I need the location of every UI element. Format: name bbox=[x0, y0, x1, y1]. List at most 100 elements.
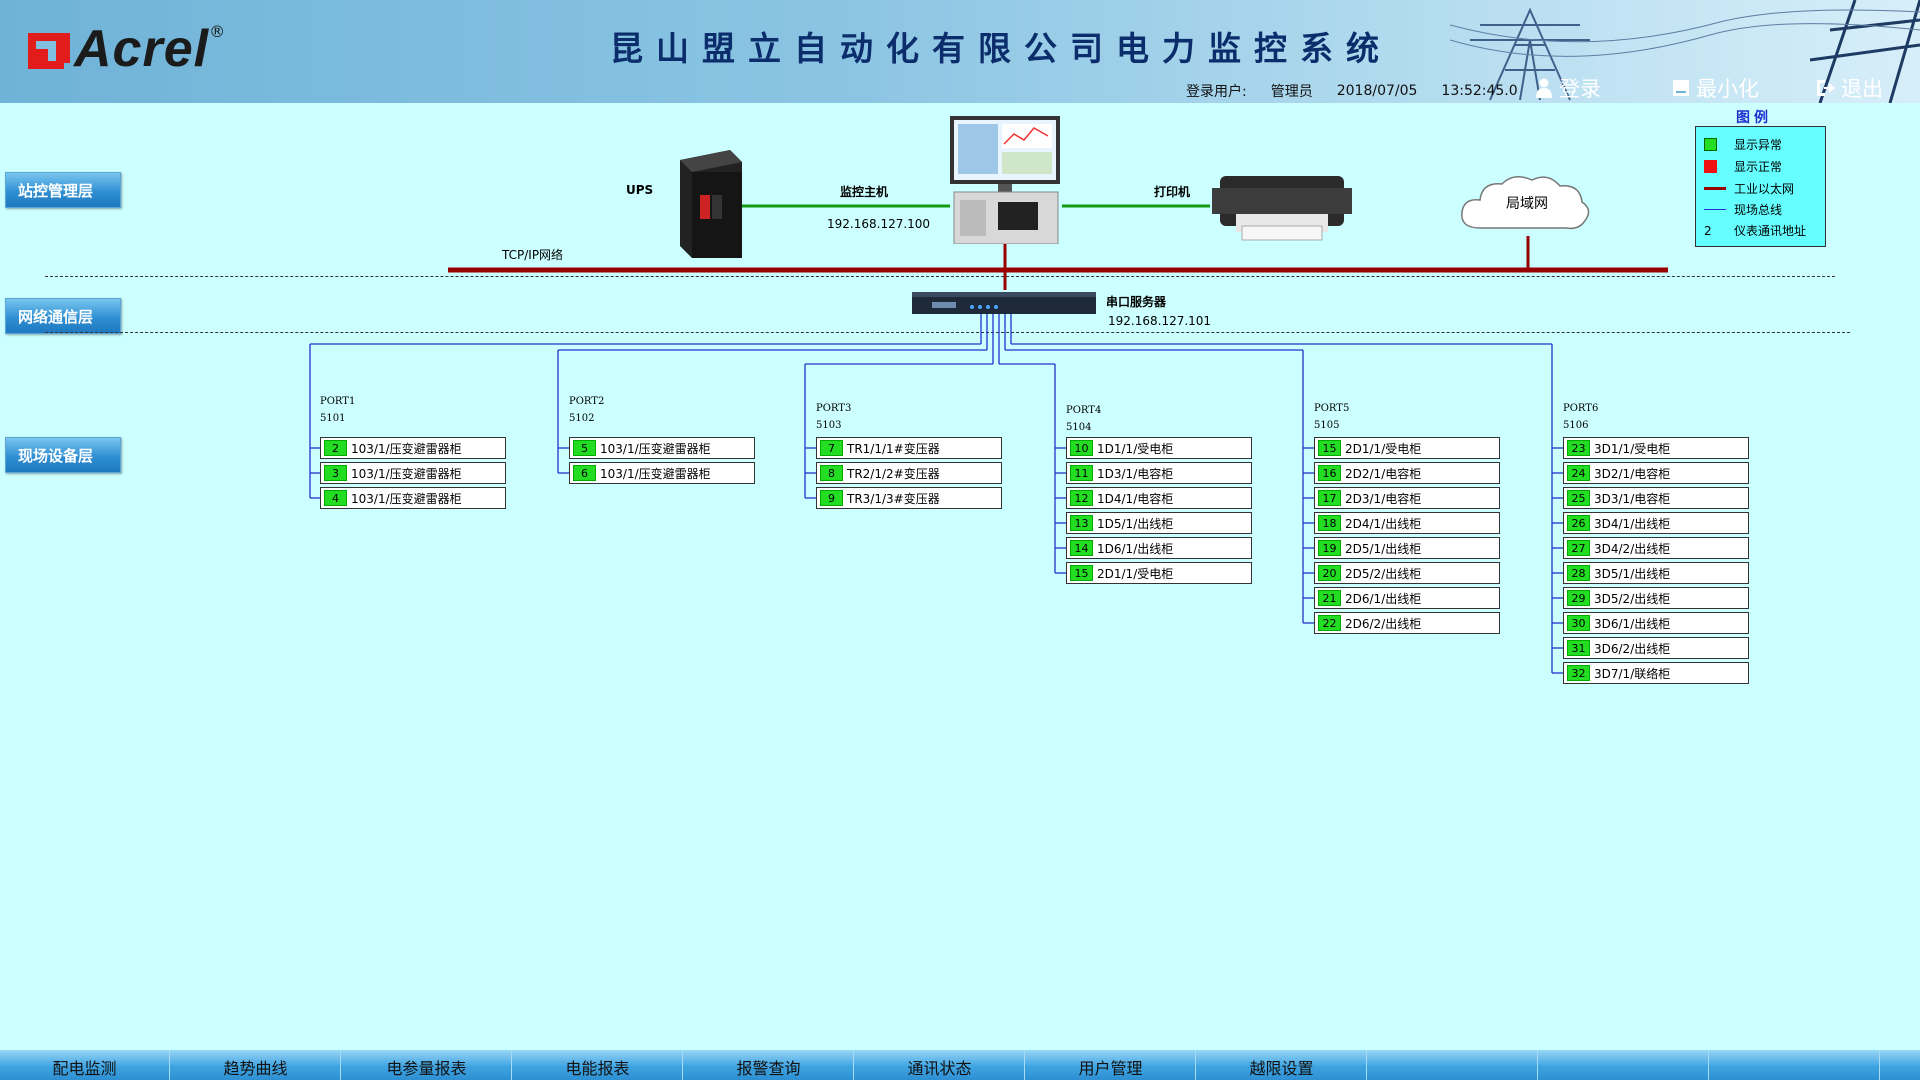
device-address-badge: 10 bbox=[1070, 440, 1093, 456]
nav-item[interactable]: 用户管理 bbox=[1026, 1050, 1196, 1080]
port-code: 5103 bbox=[816, 420, 842, 431]
monitor-host-image[interactable] bbox=[948, 116, 1064, 244]
legend-item: 显示正常 bbox=[1704, 158, 1782, 175]
legend-ethernet-line bbox=[1704, 187, 1726, 190]
legend-swatch bbox=[1704, 160, 1717, 173]
lan-cloud-image bbox=[1461, 176, 1590, 230]
device-name: 3D5/1/出线柜 bbox=[1594, 566, 1671, 581]
nav-item[interactable]: 报警查询 bbox=[684, 1050, 854, 1080]
device-name: 2D6/1/出线柜 bbox=[1345, 591, 1422, 606]
nav-item[interactable]: 趋势曲线 bbox=[171, 1050, 341, 1080]
port-name: PORT4 bbox=[1066, 405, 1102, 416]
legend-text: 显示异常 bbox=[1734, 138, 1783, 152]
device-item[interactable]: 5 103/1/压变避雷器柜 bbox=[569, 437, 755, 459]
layer-network-comm[interactable]: 网络通信层 bbox=[5, 298, 121, 334]
current-user: 管理员 bbox=[1270, 84, 1313, 100]
serial-server-image[interactable] bbox=[912, 290, 1096, 316]
minimize-button[interactable]: 最小化 bbox=[1672, 74, 1759, 102]
port-code: 5105 bbox=[1314, 420, 1340, 431]
logo-text: Acrel bbox=[74, 20, 210, 78]
nav-item-empty bbox=[1710, 1050, 1880, 1080]
device-address-badge: 29 bbox=[1567, 590, 1590, 606]
power-tower-graphic bbox=[1450, 0, 1920, 103]
device-name: 1D3/1/电容柜 bbox=[1097, 466, 1174, 481]
device-name: 103/1/压变避雷器柜 bbox=[600, 441, 711, 456]
device-address-badge: 4 bbox=[324, 490, 347, 506]
minimize-icon bbox=[1673, 80, 1689, 96]
exit-icon bbox=[1817, 80, 1835, 96]
legend-swatch bbox=[1704, 138, 1717, 151]
nav-item[interactable]: 通讯状态 bbox=[855, 1050, 1025, 1080]
current-date: 2018/07/05 bbox=[1336, 83, 1418, 99]
header-bar: Acrel ® 昆山盟立自动化有限公司电力监控系统 登录用户: 管理员 2018… bbox=[0, 0, 1920, 103]
device-address-badge: 23 bbox=[1567, 440, 1590, 456]
legend-box: 显示异常 显示正常 工业以太网 现场总线 2 仪表通讯地址 bbox=[1695, 126, 1826, 247]
device-address-badge: 5 bbox=[573, 440, 596, 456]
device-address-badge: 16 bbox=[1318, 465, 1341, 481]
system-title: 昆山盟立自动化有限公司电力监控系统 bbox=[610, 29, 1392, 68]
exit-label: 退出 bbox=[1841, 77, 1883, 101]
device-address-badge: 13 bbox=[1070, 515, 1093, 531]
nav-item[interactable]: 电能报表 bbox=[513, 1050, 683, 1080]
legend-item: 2 仪表通讯地址 bbox=[1704, 222, 1806, 239]
device-address-badge: 30 bbox=[1567, 615, 1590, 631]
port-name: PORT1 bbox=[320, 396, 356, 407]
port-code: 5106 bbox=[1563, 420, 1589, 431]
device-name: 3D1/1/受电柜 bbox=[1594, 441, 1671, 456]
nav-item[interactable]: 配电监测 bbox=[0, 1050, 170, 1080]
device-name: TR1/1/1#变压器 bbox=[847, 441, 940, 456]
device-name: 3D4/1/出线柜 bbox=[1594, 516, 1671, 531]
nav-item[interactable]: 越限设置 bbox=[1197, 1050, 1367, 1080]
separator-line-2 bbox=[45, 332, 1850, 333]
layer-station-control[interactable]: 站控管理层 bbox=[5, 172, 121, 208]
printer-image[interactable] bbox=[1212, 168, 1352, 244]
device-name: TR3/1/3#变压器 bbox=[847, 491, 940, 506]
exit-button[interactable]: 退出 bbox=[1815, 74, 1883, 102]
legend-key: 2 bbox=[1704, 223, 1712, 238]
nav-item[interactable]: 电参量报表 bbox=[342, 1050, 512, 1080]
serial-server-ip: 192.168.127.101 bbox=[1108, 314, 1212, 328]
device-item[interactable]: 23 3D1/1/受电柜 bbox=[1563, 437, 1749, 459]
device-address-badge: 8 bbox=[820, 465, 843, 481]
device-address-badge: 15 bbox=[1070, 565, 1093, 581]
layer-field-device[interactable]: 现场设备层 bbox=[5, 437, 121, 473]
login-button[interactable]: 登录 bbox=[1535, 74, 1601, 102]
port-code: 5102 bbox=[569, 413, 595, 424]
device-name: 2D1/1/受电柜 bbox=[1345, 441, 1422, 456]
login-user-label: 登录用户: bbox=[1186, 84, 1247, 100]
device-name: 2D6/2/出线柜 bbox=[1345, 616, 1422, 631]
port-code: 5101 bbox=[320, 413, 346, 424]
minimize-label: 最小化 bbox=[1696, 77, 1759, 101]
